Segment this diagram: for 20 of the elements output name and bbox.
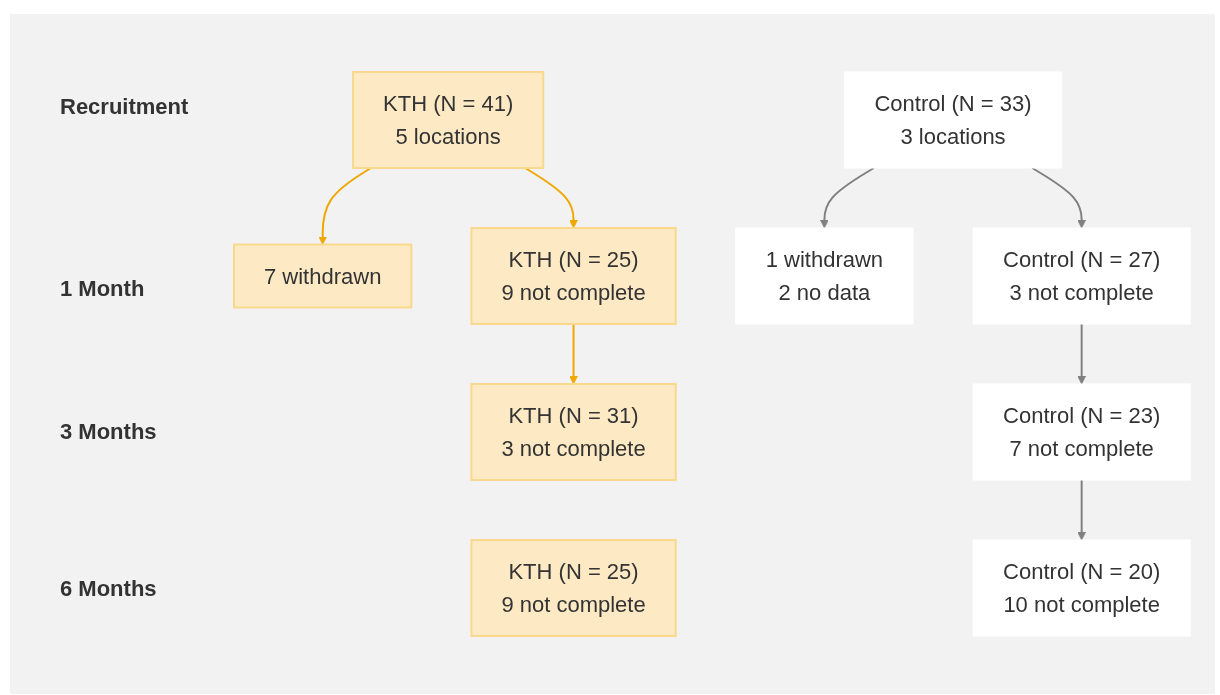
- node-box: Control (N = 27) 3 not complete: [973, 227, 1192, 325]
- node-box: Control (N = 20) 10 not complete: [973, 539, 1192, 637]
- node-box: KTH (N = 25) 9 not complete: [470, 539, 678, 637]
- arrow: [1077, 479, 1087, 541]
- node-box: Control (N = 33) 3 locations: [844, 71, 1063, 169]
- node-box: KTH (N = 41) 5 locations: [352, 71, 545, 169]
- node-box: 7 withdrawn: [233, 243, 413, 309]
- row-label: 6 Months: [60, 576, 157, 602]
- arrow: [1031, 167, 1087, 229]
- arrow: [524, 167, 579, 229]
- row-label: 3 Months: [60, 419, 157, 445]
- row-label: 1 Month: [60, 276, 145, 302]
- node-box: KTH (N = 31) 3 not complete: [470, 383, 678, 481]
- row-label: Recruitment: [60, 94, 189, 120]
- arrow: [1077, 323, 1087, 385]
- node-box: Control (N = 23) 7 not complete: [973, 383, 1192, 481]
- node-box: KTH (N = 25) 9 not complete: [470, 227, 678, 325]
- node-box: 1 withdrawn 2 no data: [735, 227, 914, 325]
- arrow: [318, 167, 373, 245]
- arrow: [569, 323, 579, 385]
